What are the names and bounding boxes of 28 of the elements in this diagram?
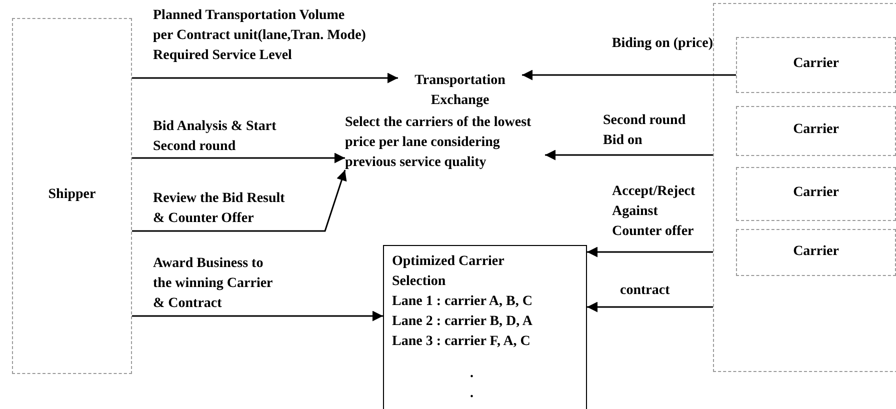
carrier-box [736,37,896,93]
ellipsis-dot: . [470,385,474,403]
box-heading: Optimized Carrier Selection [392,253,506,291]
arrow [132,152,345,164]
node-label: Carrier [792,55,840,73]
arrow [132,72,398,84]
selection-rule-text: Select the carriers of the lowest price per lane considering previous service quality [345,113,545,173]
exchange-text: Transportation Exchange [398,71,522,111]
arrow [587,246,713,258]
carrier-box [736,167,896,221]
shipper-box [12,18,132,374]
lane-text: Lane 3 : carrier F, A, C [392,333,530,351]
lane-text: Lane 1 : carrier A, B, C [392,293,532,311]
lane-text: Lane 2 : carrier B, D, A [392,313,532,331]
ellipsis-dot: . [470,365,474,383]
node-label: Shipper [47,186,97,204]
carrier-box [736,106,896,156]
arrow [132,310,383,322]
arrow [522,70,736,80]
node-label: Carrier [792,121,840,139]
arrow [545,150,713,160]
node-label: Carrier [792,184,840,202]
node-label: Carrier [792,242,840,260]
arrow [132,170,347,232]
carrier-group-box [713,3,896,372]
selection-box [383,245,587,409]
carrier-box [736,229,896,276]
arrow [587,302,713,312]
